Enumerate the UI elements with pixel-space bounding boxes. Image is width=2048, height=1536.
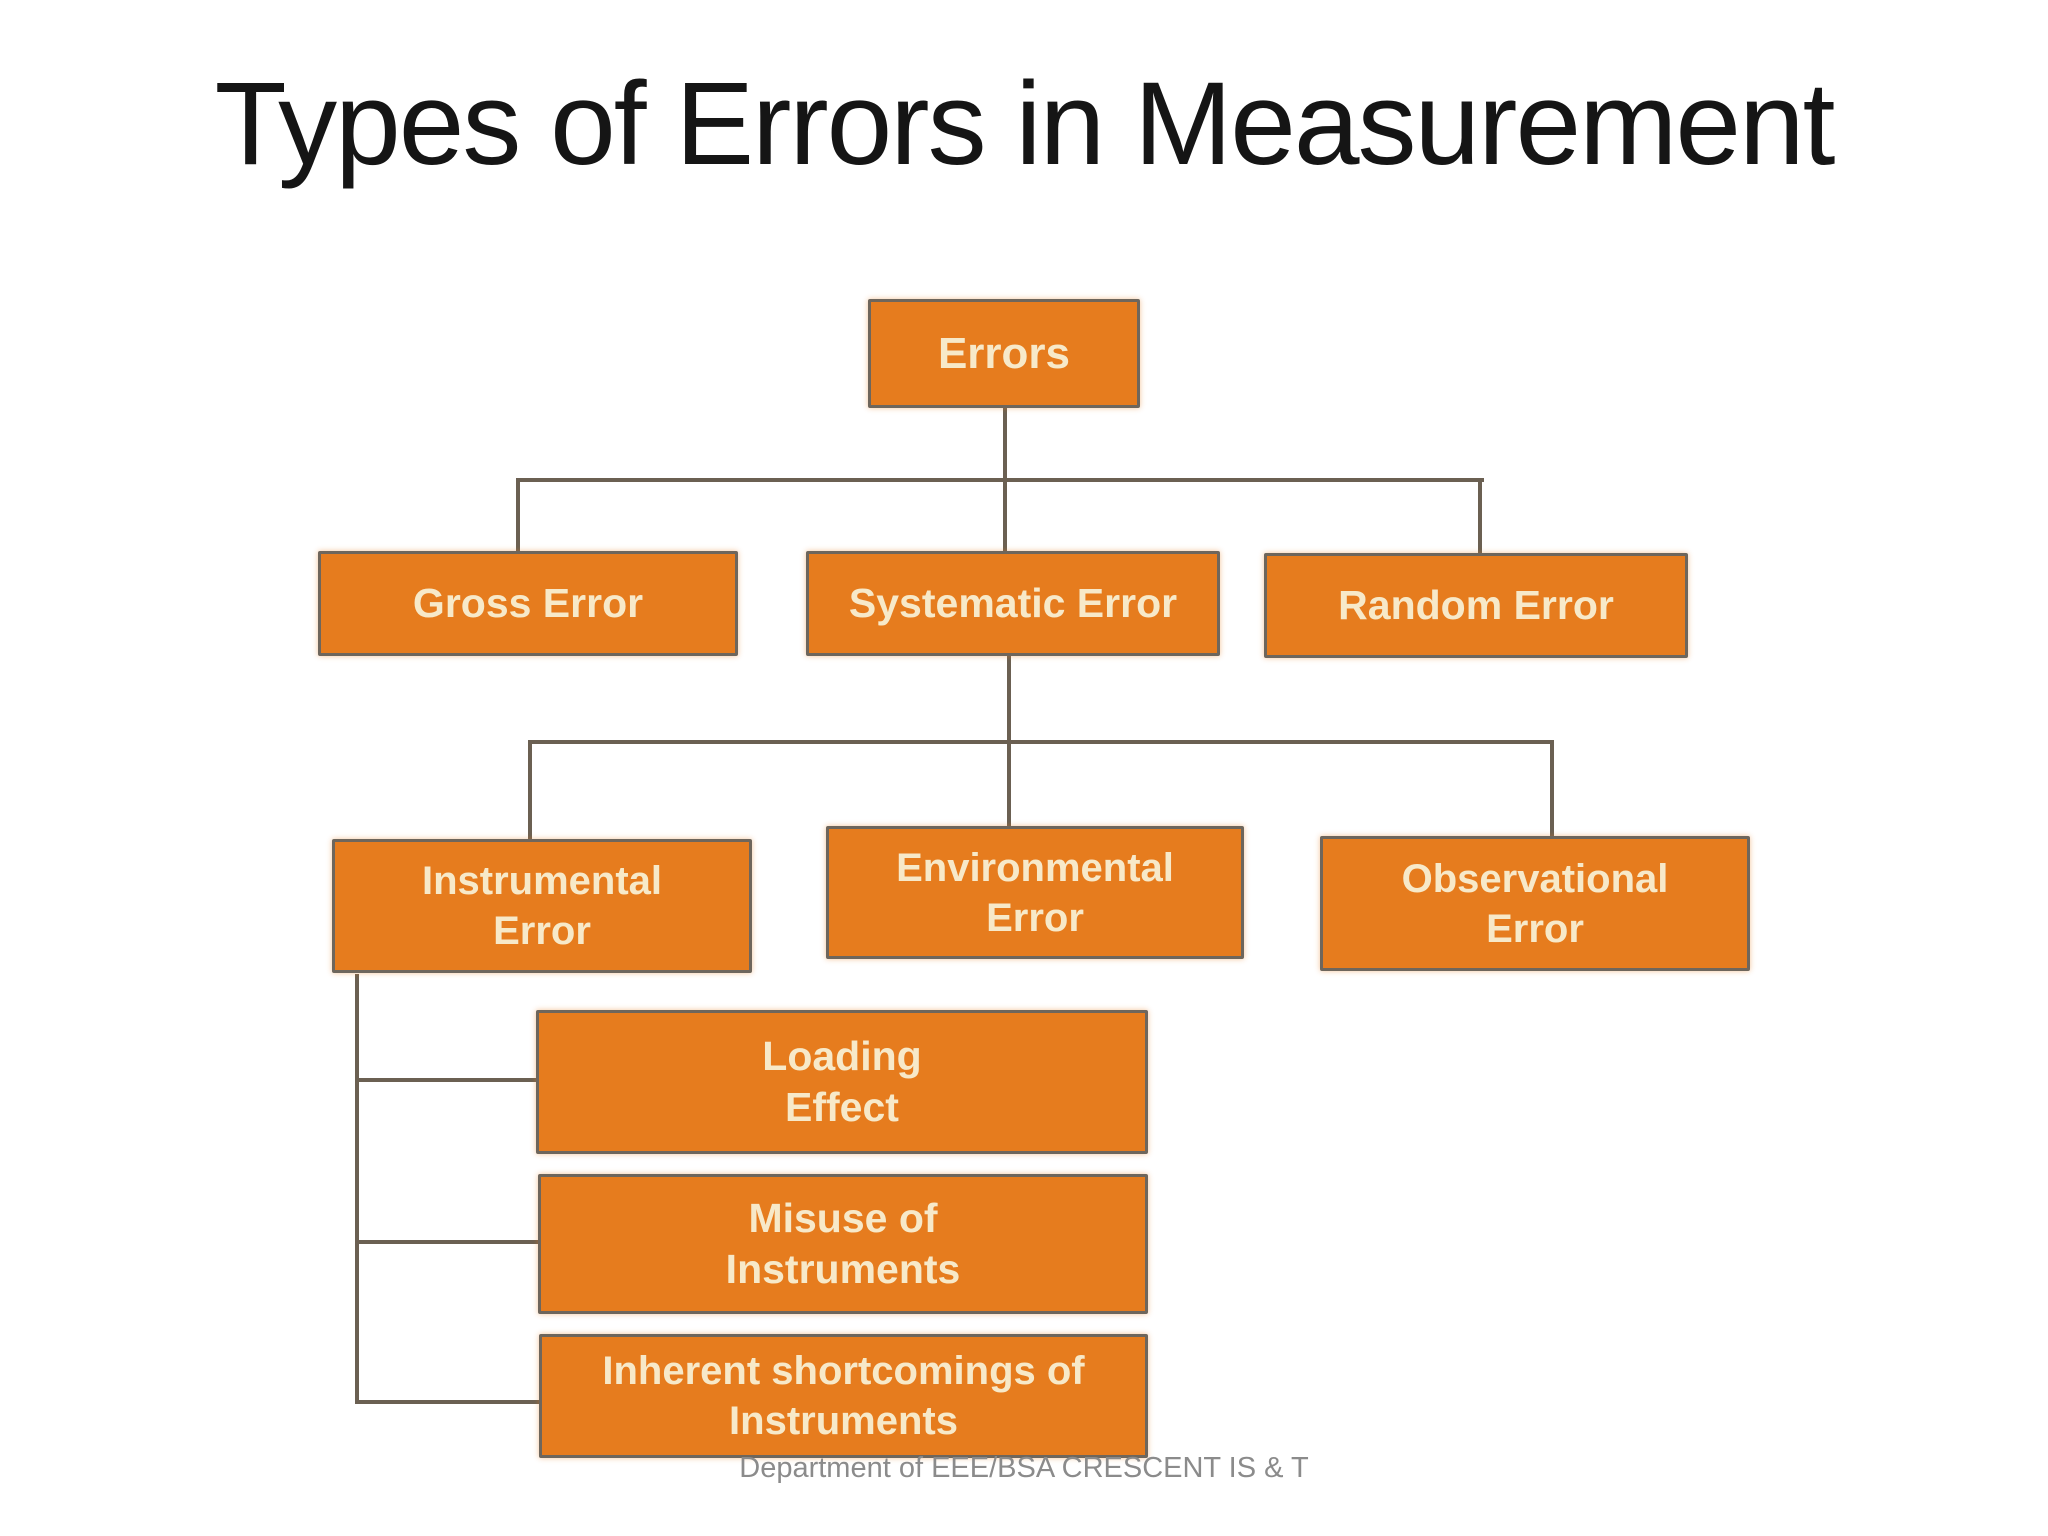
node-misuse-of-instruments-label: Misuse of Instruments [725,1194,961,1292]
node-instrumental-error-label: Instrumental Error [421,859,663,953]
connector-observational-drop [1550,740,1554,839]
node-errors-label: Errors [937,329,1071,378]
node-random-error-label: Random Error [1338,581,1614,628]
node-errors: Errors [868,299,1140,408]
slide-title: Types of Errors in Measurement [214,58,1836,190]
node-instrumental-error: Instrumental Error [332,839,752,973]
node-random-error: Random Error [1264,553,1688,658]
connector-gross-drop [516,478,520,554]
node-systematic-error: Systematic Error [806,551,1220,656]
node-misuse-of-instruments: Misuse of Instruments [538,1174,1148,1314]
connector-environmental-drop [1007,740,1011,830]
node-environmental-error-label: Environmental Error [896,845,1174,940]
node-environmental-error: Environmental Error [826,826,1244,959]
connector-inherent-stub [355,1400,541,1404]
node-systematic-error-label: Systematic Error [848,579,1178,626]
node-inherent-shortcomings-label: Inherent shortcomings of Instruments [602,1349,1085,1443]
connector-misuse-stub [355,1240,540,1244]
node-gross-error-label: Gross Error [412,579,644,626]
connector-instrumental-rail [355,974,359,1404]
node-inherent-shortcomings: Inherent shortcomings of Instruments [539,1334,1148,1458]
connector-instrumental-drop [528,740,532,842]
node-observational-error: Observational Error [1320,836,1750,971]
node-observational-error-label: Observational Error [1401,856,1669,951]
footer-text: Department of EEE/BSA CRESCENT IS & T [739,1452,1309,1484]
connector-level2-rail [528,740,1554,744]
node-loading-effect-label: Loading Effect [762,1032,922,1130]
connector-random-drop [1478,478,1482,556]
connector-systematic-trunk [1007,656,1011,744]
node-loading-effect: Loading Effect [536,1010,1148,1154]
node-gross-error: Gross Error [318,551,738,656]
connector-level1-rail [516,478,1484,482]
connector-loading-stub [355,1078,538,1082]
